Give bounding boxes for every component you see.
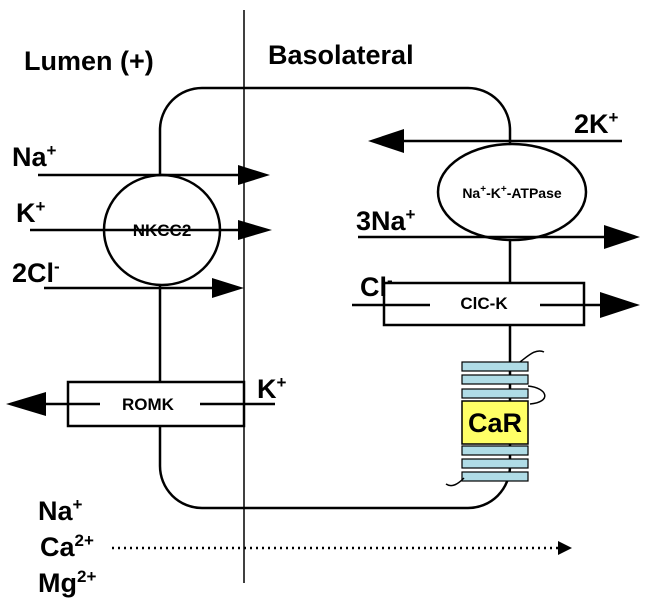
car-helix-1 xyxy=(461,361,529,372)
clck-cl-label: Cl- xyxy=(360,271,393,302)
car-helix-2 xyxy=(461,374,529,385)
car-helix-3 xyxy=(461,388,529,399)
paracellular-ca-label: Ca2+ xyxy=(40,531,94,562)
car-intracellular-tail xyxy=(445,477,465,487)
clck-label-bg xyxy=(430,290,540,315)
car-highlight-box xyxy=(461,400,529,445)
basolateral-label: Basolateral xyxy=(268,40,414,70)
na-efflux-arrowhead xyxy=(604,225,640,249)
na-k-atpase-label: Na+-K+-ATPase xyxy=(462,184,562,201)
clck-label: ClC-K xyxy=(460,294,508,313)
nkcc2-k-label: K+ xyxy=(16,197,46,228)
romk-label: ROMK xyxy=(122,395,175,414)
cl-influx-arrowhead xyxy=(212,278,244,298)
na-influx-arrowhead xyxy=(238,165,270,185)
car-helix-5 xyxy=(461,458,529,469)
car-loop xyxy=(527,385,546,405)
na-k-atpase-pump xyxy=(436,142,588,242)
car-helix-4 xyxy=(461,445,529,456)
car-extracellular-tail xyxy=(519,350,545,363)
paracellular-na-label: Na+ xyxy=(38,495,83,526)
romk-k-label: K+ xyxy=(257,373,287,404)
car-helix-6 xyxy=(461,471,529,482)
k-uptake-arrowhead xyxy=(368,129,404,153)
atpase-3na-label: 3Na+ xyxy=(356,205,416,236)
atpase-2k-label: 2K+ xyxy=(574,108,619,139)
romk-k-efflux-arrowhead xyxy=(6,392,46,416)
nkcc2-cl-label: 2Cl- xyxy=(12,257,60,288)
romk-label-bg xyxy=(100,390,200,416)
car-label: CaR xyxy=(468,408,522,438)
nkcc2-na-label: Na+ xyxy=(12,141,57,172)
k-influx-arrowhead xyxy=(238,220,272,240)
paracellular-flux-arrowhead xyxy=(558,541,572,555)
cl-efflux-arrowhead xyxy=(600,292,640,318)
lumen-label: Lumen (+) xyxy=(24,46,154,76)
paracellular-mg-label: Mg2+ xyxy=(38,567,96,598)
car-receptor: CaR xyxy=(445,350,546,487)
